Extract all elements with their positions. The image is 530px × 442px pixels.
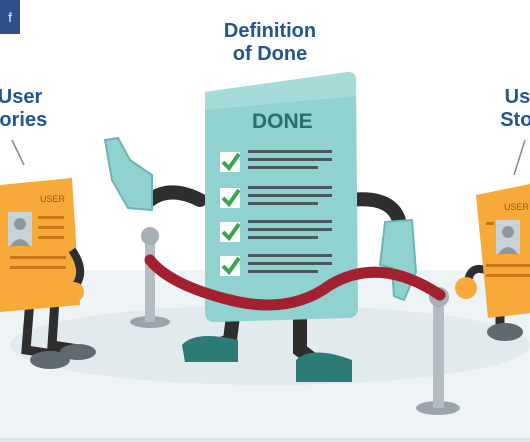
check-icon bbox=[221, 256, 241, 276]
facebook-icon: f bbox=[8, 9, 12, 25]
stanchion-left bbox=[130, 227, 170, 328]
check-icon bbox=[221, 188, 241, 208]
left-shoe bbox=[182, 336, 238, 362]
checklist-row bbox=[220, 186, 332, 208]
definition-of-done-character: DONE bbox=[103, 72, 418, 382]
user-story-character-right: USER bbox=[455, 184, 530, 341]
caption-line: Definition bbox=[223, 20, 317, 42]
user-stories-caption-left: User tories bbox=[0, 86, 60, 132]
caption-line: of Done bbox=[232, 43, 308, 65]
done-heading: DONE bbox=[252, 110, 313, 133]
card-label-right: USER bbox=[504, 202, 530, 212]
pointer-line-left bbox=[11, 139, 25, 166]
card-label-left: USER bbox=[40, 194, 66, 204]
checklist-row bbox=[220, 150, 332, 172]
checklist-row bbox=[220, 254, 332, 276]
check-icon bbox=[221, 152, 241, 172]
caption-line: tories bbox=[0, 109, 48, 131]
checklist-row bbox=[220, 220, 332, 242]
user-story-card-left bbox=[0, 178, 80, 312]
check-icon bbox=[221, 222, 241, 242]
right-shoe bbox=[296, 352, 352, 382]
caption-line: User bbox=[0, 86, 43, 108]
user-story-character-left: USER bbox=[0, 178, 96, 369]
bottom-divider bbox=[0, 438, 530, 442]
caption-line: Stori bbox=[500, 109, 530, 131]
caption-line: Use bbox=[504, 86, 530, 108]
facebook-share-badge[interactable]: f bbox=[0, 0, 20, 34]
definition-of-done-caption: Definition of Done bbox=[190, 20, 350, 66]
pointer-line-right bbox=[513, 139, 526, 176]
user-stories-caption-right: Use Stori bbox=[478, 86, 530, 132]
finish-line-ribbon bbox=[144, 254, 446, 311]
raised-hand bbox=[103, 136, 153, 212]
